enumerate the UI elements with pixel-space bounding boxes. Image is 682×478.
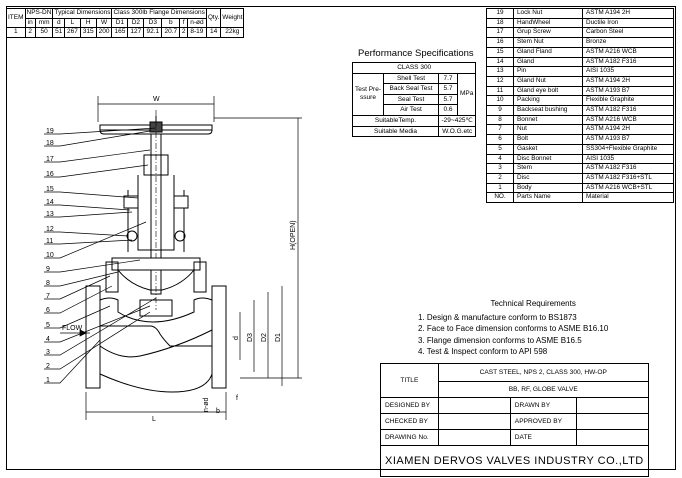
callout-number: 18 [46, 140, 54, 147]
callout-number: 11 [46, 238, 53, 245]
weight-header: Weight [220, 7, 245, 29]
dim-nd-label: n-ød [203, 398, 210, 413]
callout-number: 15 [46, 186, 54, 193]
callout-leader [44, 127, 157, 135]
callout-number: 4 [46, 336, 50, 343]
cell: 20.7 [161, 27, 181, 38]
requirement-item: 2. Face to Face dimension conforms to AS… [418, 324, 609, 334]
cell: 22kg [220, 27, 245, 38]
callout-leader [44, 305, 151, 343]
callout-leaders [44, 127, 157, 384]
callout-leader [44, 305, 111, 329]
callout-leader [44, 231, 129, 237]
cell: 50 [34, 27, 54, 38]
cell: 2 [24, 27, 36, 38]
requirement-item: 4. Test & Inspect conform to API 598 [418, 347, 548, 357]
callout-leader [44, 164, 149, 178]
callout-leader [44, 311, 151, 370]
dimension-row: 1 2 50 51 267 315 200 165 127 92.1 20.7 … [6, 27, 245, 38]
callout-number: 19 [46, 128, 54, 135]
requirement-item: 1. Design & manufacture conform to BS187… [418, 312, 577, 322]
dim-W-label: W [153, 96, 160, 103]
dim-H-label: H(OPEN) [290, 220, 297, 250]
callout-leader [44, 211, 133, 218]
callout-number: 1 [46, 377, 50, 384]
dim-f-label: f [236, 395, 238, 402]
dim-L-label: L [152, 416, 156, 423]
callout-number: 2 [46, 363, 50, 370]
callout-number: 16 [46, 171, 54, 178]
callout-number: 14 [46, 199, 54, 206]
dim-D2-label: D2 [261, 333, 268, 342]
dim-b-label: b [216, 408, 220, 415]
dimension-lines [60, 96, 302, 420]
callout-number: 17 [46, 156, 54, 163]
callout-number: 7 [46, 293, 50, 300]
callout-leader [44, 275, 111, 300]
callout-leader [44, 221, 147, 259]
callout-number: 5 [46, 322, 50, 329]
callout-number: 9 [46, 266, 50, 273]
callout-leader [44, 297, 157, 356]
callout-leader [44, 259, 141, 273]
valve-body [85, 285, 227, 393]
callout-leader [44, 204, 131, 211]
callout-labels: 19 18 17 16 15 14 13 12 11 10 9 8 7 6 5 4 3 2 1 [46, 128, 54, 384]
technical-title: Technical Requirements [490, 299, 576, 308]
dim-d-label: d [233, 336, 240, 340]
callout-number: 3 [46, 349, 50, 356]
title-block: TITLE CAST STEEL, NPS 2, CLASS 300, HW-O… [380, 363, 649, 477]
callout-number: 6 [46, 307, 50, 314]
callout-leader [44, 130, 151, 147]
dim-D3-label: D3 [247, 333, 254, 342]
callout-number: 8 [46, 280, 50, 287]
stem [143, 110, 169, 310]
performance-title: Performance Specifications [358, 48, 474, 59]
cell: 14 [205, 27, 222, 38]
callout-number: 12 [46, 226, 54, 233]
callout-leader [44, 191, 139, 199]
callout-leader [44, 149, 151, 163]
callout-leader [44, 285, 113, 314]
media-value: W.O.G.etc [437, 125, 477, 138]
technical-requirements: Technical Requirements 1. Design & manuf… [418, 298, 608, 358]
unit-cell: MPa [456, 72, 477, 116]
callout-leader [44, 339, 101, 384]
test-pressure-label: Test Pre-ssure [352, 72, 384, 116]
drawing-frame [6, 6, 676, 470]
performance-table: CLASS 300 Test Pre-ssure Shell Test 7.7 … [351, 62, 477, 138]
callout-leader [44, 239, 133, 245]
dimension-table: ITEM NPS-DN Typical Dimensions Class 300… [6, 7, 245, 38]
dimension-labels: W L H(OPEN) d D3 D2 D1 n-ød b f FLOW [62, 96, 297, 423]
callout-number: 10 [46, 252, 54, 259]
flow-label: FLOW [62, 325, 83, 332]
company-name: XIAMEN DERVOS VALVES INDUSTRY CO.,LTD [380, 445, 649, 477]
requirement-item: 3. Flange dimension conforms to ASME B16… [418, 335, 582, 345]
sub-header-row: in mm d L H W D1 D2 D3 b f n-ød [7, 17, 244, 29]
callout-leader [44, 271, 119, 287]
dim-D1-label: D1 [275, 333, 282, 342]
part-material: Material [582, 192, 674, 204]
qty-header: Qty. [205, 7, 222, 29]
callout-number: 13 [46, 211, 54, 218]
